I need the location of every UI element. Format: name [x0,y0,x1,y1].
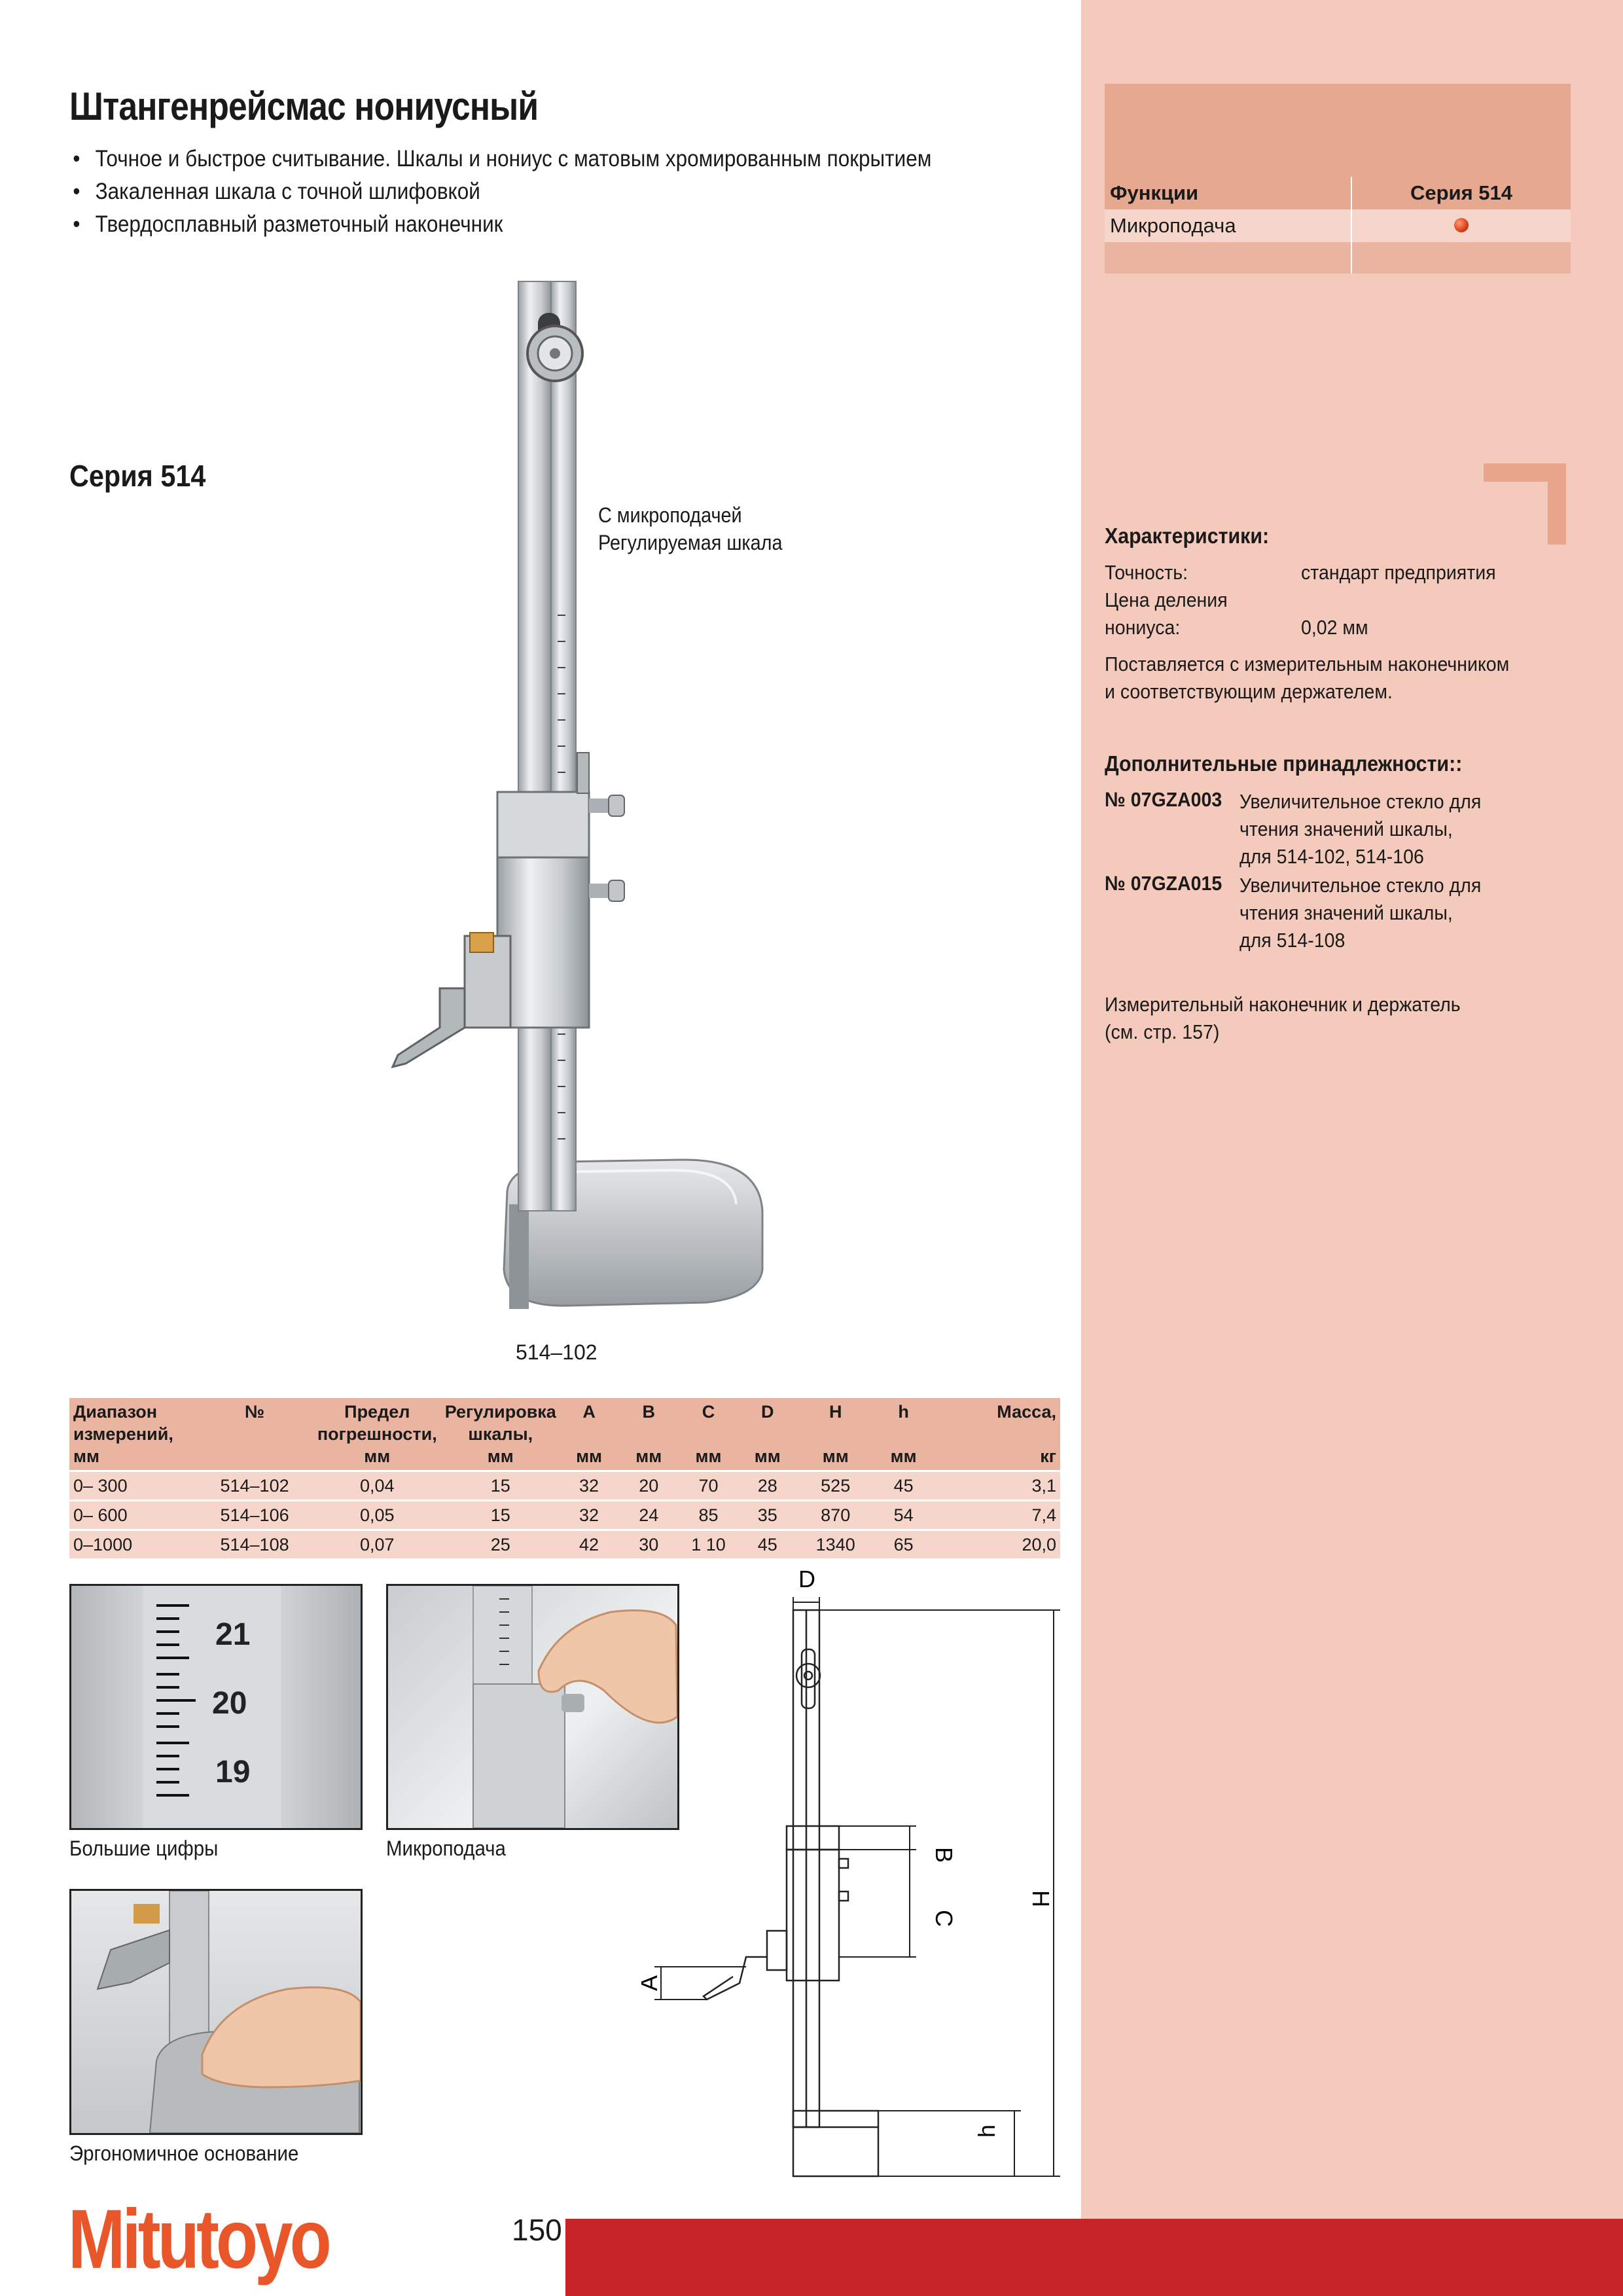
scale-digit: 21 [215,1617,250,1652]
accuracy-label: Точность: [1105,561,1188,584]
dimension-label-c: C [931,1910,957,1927]
photo-caption: Большие цифры [69,1837,219,1860]
page-number: 150 [512,2213,562,2247]
photo-big-digits: 21 20 19 [69,1584,363,1830]
characteristics-heading: Характеристики: [1105,524,1270,548]
available-dot-icon [1454,218,1469,232]
accessory-desc: чтения значений шкалы, [1240,817,1453,840]
col-header-number: № [196,1398,313,1471]
footer-red-bar [565,2219,1623,2296]
dimension-label-a: A [641,1975,662,1991]
feature-bullets: Точное и быстрое считывание. Шкалы и нон… [69,143,932,241]
features-col-right: Серия 514 [1351,177,1571,209]
accessory-note: Измерительный наконечник и держатель [1105,993,1461,1016]
dimension-label-b: B [931,1847,957,1863]
height-gauge-illustration [391,281,764,1309]
accessory-code: № 07GZA015 [1105,872,1222,895]
accuracy-value: стандарт предприятия [1301,561,1496,584]
dimension-diagram: D B C H A h [641,1566,1060,2178]
photo-micro-feed [386,1584,679,1830]
vernier-value: 0,02 мм [1301,616,1368,639]
series-heading: Серия 514 [69,459,206,493]
scale-digit: 19 [215,1755,250,1789]
feature-label: Микроподача [1105,209,1351,242]
accessory-note: (см. стр. 157) [1105,1020,1220,1043]
dimension-label-h-upper: H [1027,1890,1054,1907]
scale-closeup-image: 21 20 19 [143,1586,281,1828]
product-callout: С микроподачей Регулируемая шкала [598,501,783,556]
photo-caption: Микроподача [386,1837,506,1860]
vernier-label: нониуса: [1105,616,1181,639]
supplied-note: Поставляется с измерительным наконечнико… [1105,653,1510,675]
features-blank-row [1105,242,1571,274]
features-row: Микроподача [1105,209,1571,242]
callout-line: С микроподачей [598,503,742,527]
col-header-mass: Масса,кг [933,1398,1060,1471]
vernier-label: Цена деления [1105,588,1228,611]
dimension-label-h-lower: h [973,2125,1000,2138]
photo-caption: Эргономичное основание [69,2142,299,2165]
accessory-desc: для 514-108 [1240,929,1346,952]
brand-logo: Mitutoyo [68,2193,332,2286]
corner-bracket-icon [1484,463,1566,545]
photo-ergonomic-base [69,1889,363,2135]
accessories-heading: Дополнительные принадлежности:: [1105,751,1463,776]
accessory-desc: для 514-102, 514-106 [1240,845,1424,868]
accessory-desc: Увеличительное стекло для [1240,790,1482,813]
bullet-item: Закаленная шкала с точной шлифовкой [69,175,931,208]
accessory-code: № 07GZA003 [1105,788,1222,811]
micro-feed-image [473,1586,677,1828]
accessory-desc: чтения значений шкалы, [1240,901,1453,924]
feature-available-mark [1351,209,1571,242]
features-header-row: Функции Серия 514 [1105,177,1571,209]
scale-digit: 20 [212,1686,247,1721]
ergonomic-base-image [96,1891,361,2133]
sidebar-background [1081,0,1623,2296]
product-caption: 514–102 [516,1340,597,1364]
features-col-left: Функции [1105,177,1351,209]
page-title: Штангенрейсмас нониусный [69,84,539,128]
bullet-item: Точное и быстрое считывание. Шкалы и нон… [69,143,932,175]
supplied-note: и соответствующим держателем. [1105,680,1393,703]
features-table: Функции Серия 514 Микроподача [1105,177,1571,274]
accessory-desc: Увеличительное стекло для [1240,874,1482,897]
bullet-item: Твердосплавный разметочный наконечник [69,208,931,241]
callout-line: Регулируемая шкала [598,531,783,554]
dimension-label-d: D [798,1566,815,1592]
